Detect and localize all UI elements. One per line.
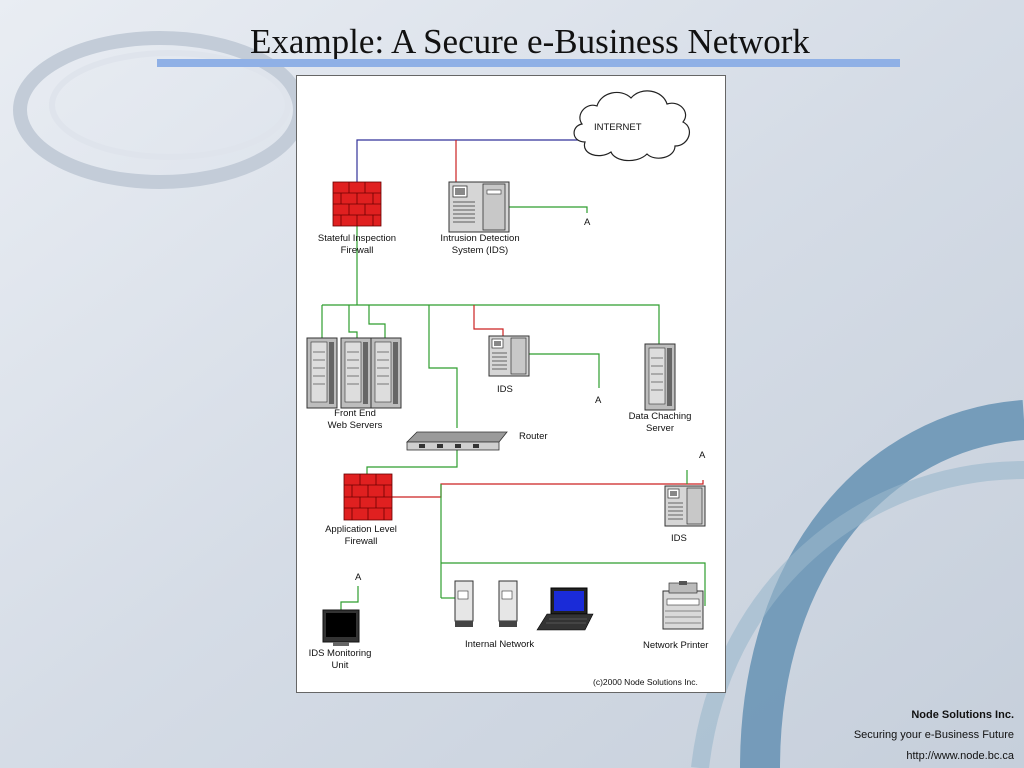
- title-underline: [157, 59, 900, 67]
- router-icon: [406, 431, 508, 451]
- data-cache-label-line1: Data Chaching: [628, 411, 692, 422]
- firewall-top-label-line2: Firewall: [340, 245, 374, 256]
- ids-monitor-label-line1: IDS Monitoring: [308, 648, 372, 659]
- ids-monitor-label-line2: Unit: [331, 660, 349, 671]
- internal-bus: [441, 562, 706, 606]
- firewall-top-label-line1: Stateful Inspection: [317, 233, 397, 244]
- web-server-3-icon: [370, 337, 402, 409]
- internal-network-label: Internal Network: [465, 639, 535, 650]
- link-bus-srv2: [348, 305, 358, 338]
- ids-mid-icon: [488, 335, 530, 377]
- connector-a-right: A: [699, 450, 706, 461]
- app-firewall-label: Application Level Firewall: [311, 524, 411, 548]
- stateful-firewall-icon: [332, 181, 382, 227]
- network-printer-icon: [662, 581, 704, 630]
- ids-right-label: IDS: [671, 533, 687, 544]
- ids-top-label: Intrusion Detection System (IDS): [425, 233, 535, 257]
- ids-monitor-icon: [322, 609, 360, 646]
- ids-top-icon: [448, 181, 510, 233]
- network-diagram: INTERNET Stateful Inspection Firewall In…: [296, 75, 726, 693]
- web-server-1-icon: [306, 337, 338, 409]
- web-server-2-icon: [340, 337, 372, 409]
- ids-right-icon: [664, 485, 706, 527]
- link-appfw-internal-red: [392, 480, 704, 498]
- link-bus-srv3: [368, 305, 386, 338]
- front-end-label-line2: Web Servers: [327, 420, 383, 431]
- front-end-label: Front End Web Servers: [305, 408, 405, 432]
- ids-top-label-line1: Intrusion Detection: [440, 233, 520, 244]
- copyright-label: (c)2000 Node Solutions Inc.: [593, 677, 698, 687]
- data-cache-label: Data Chaching Server: [615, 411, 705, 435]
- front-end-label-line1: Front End: [334, 408, 376, 419]
- internal-pc-1-icon: [454, 580, 474, 627]
- laptop-icon: [536, 587, 594, 631]
- link-router-appfw: [366, 450, 458, 474]
- connector-a-monitor: A: [355, 572, 362, 583]
- dmz-bus: [322, 304, 660, 344]
- internal-pc-2-icon: [498, 580, 518, 627]
- link-internet-firewall: [356, 139, 582, 182]
- ids-monitor-label: IDS Monitoring Unit: [297, 648, 383, 672]
- link-ids-a-top: [509, 206, 588, 213]
- diagram-canvas: [306, 90, 706, 646]
- app-firewall-label-line2: Firewall: [344, 536, 378, 547]
- router-label: Router: [519, 431, 548, 442]
- app-firewall-label-line1: Application Level: [325, 524, 397, 535]
- firewall-top-label: Stateful Inspection Firewall: [303, 233, 411, 257]
- footer-tagline: Securing your e-Business Future: [853, 729, 1014, 741]
- link-bus-router: [428, 305, 458, 428]
- ids-top-label-line2: System (IDS): [451, 245, 509, 256]
- link-monitor-a: [340, 586, 359, 610]
- data-caching-server-icon: [644, 343, 676, 411]
- link-bus-ids-mid: [473, 305, 504, 336]
- connector-a-mid: A: [595, 395, 602, 406]
- data-cache-label-line2: Server: [646, 423, 674, 434]
- footer-url: http://www.node.bc.ca: [906, 750, 1014, 762]
- network-printer-label: Network Printer: [643, 640, 709, 651]
- connector-a-top: A: [584, 217, 591, 228]
- internet-label: INTERNET: [594, 122, 642, 133]
- internet-cloud-icon: [573, 90, 691, 162]
- app-firewall-icon: [343, 473, 393, 521]
- footer-company: Node Solutions Inc.: [911, 709, 1014, 721]
- slide-title: Example: A Secure e-Business Network: [250, 22, 810, 61]
- ids-mid-label: IDS: [497, 384, 513, 395]
- link-idsmid-a: [529, 353, 600, 388]
